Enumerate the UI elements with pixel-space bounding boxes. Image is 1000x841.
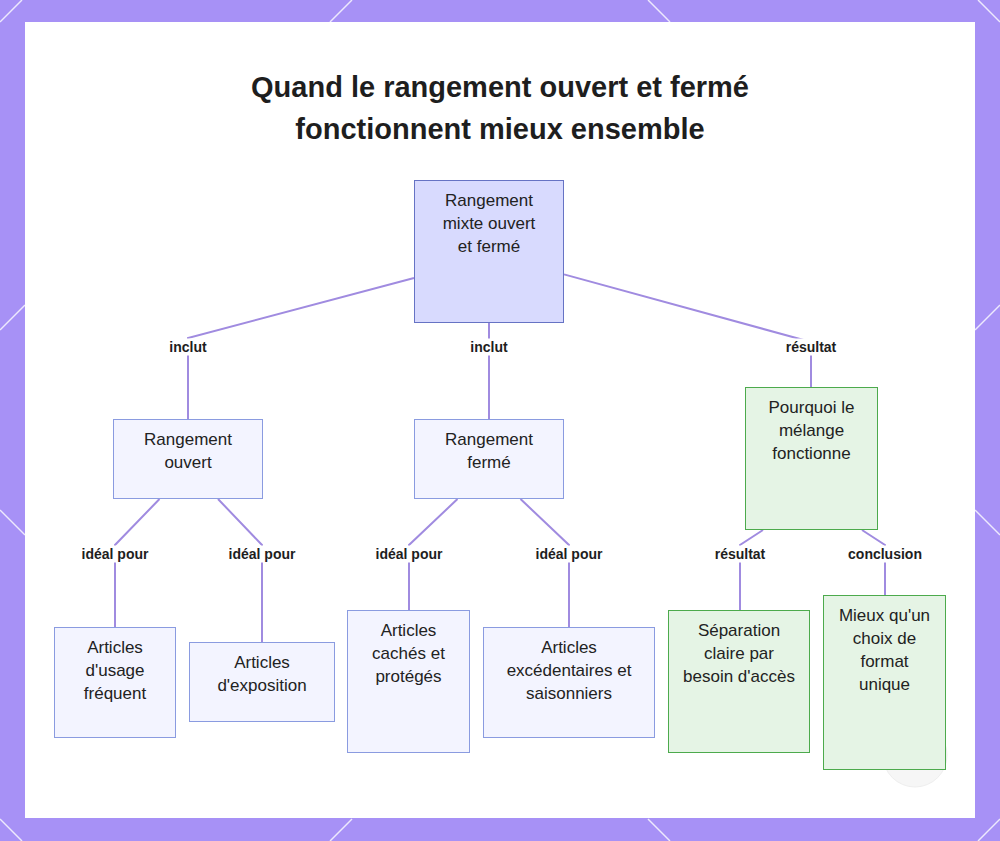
connector-line <box>862 530 885 595</box>
connector-line <box>740 530 763 610</box>
edge-label: idéal pour <box>79 546 152 563</box>
node-text: Articles excédentaires et saisonniers <box>494 636 644 705</box>
result-box: Séparation claire par besoin d'accès <box>668 610 810 753</box>
edge-label: résultat <box>712 546 769 563</box>
node-text: Rangement ouvert <box>124 428 252 474</box>
node-text: Rangement fermé <box>425 428 553 474</box>
edge-label: inclut <box>467 339 510 356</box>
edge-label: inclut <box>166 339 209 356</box>
connector-line <box>188 278 414 419</box>
result-box: Mieux qu'un choix de format unique <box>823 595 946 770</box>
node-text: Pourquoi le mélange fonctionne <box>758 396 865 465</box>
edge-label: idéal pour <box>533 546 606 563</box>
connector-line <box>115 499 160 627</box>
node-text: Articles d'usage fréquent <box>63 636 167 705</box>
category-box: Articles d'usage fréquent <box>54 627 176 738</box>
connector-line <box>521 499 570 627</box>
connector-line <box>218 499 262 642</box>
root-box: Rangement mixte ouvert et fermé <box>414 180 564 323</box>
diagram-title: Quand le rangement ouvert et fermé fonct… <box>200 66 800 150</box>
node-text: Séparation claire par besoin d'accès <box>679 619 799 688</box>
node-text: Articles d'exposition <box>198 651 326 697</box>
edge-label: conclusion <box>845 546 925 563</box>
result-box: Pourquoi le mélange fonctionne <box>745 387 878 530</box>
category-box: Rangement ouvert <box>113 419 263 499</box>
category-box: Rangement fermé <box>414 419 564 499</box>
category-box: Articles excédentaires et saisonniers <box>483 627 655 738</box>
connector-line <box>488 323 490 419</box>
edge-label: résultat <box>783 339 840 356</box>
edge-label: idéal pour <box>226 546 299 563</box>
connector-line <box>564 274 811 387</box>
node-text: Mieux qu'un choix de format unique <box>834 604 935 696</box>
node-text: Articles cachés et protégés <box>356 619 461 688</box>
category-box: Articles cachés et protégés <box>347 610 470 753</box>
node-text: Rangement mixte ouvert et fermé <box>435 189 543 258</box>
category-box: Articles d'exposition <box>189 642 335 722</box>
edge-label: idéal pour <box>373 546 446 563</box>
